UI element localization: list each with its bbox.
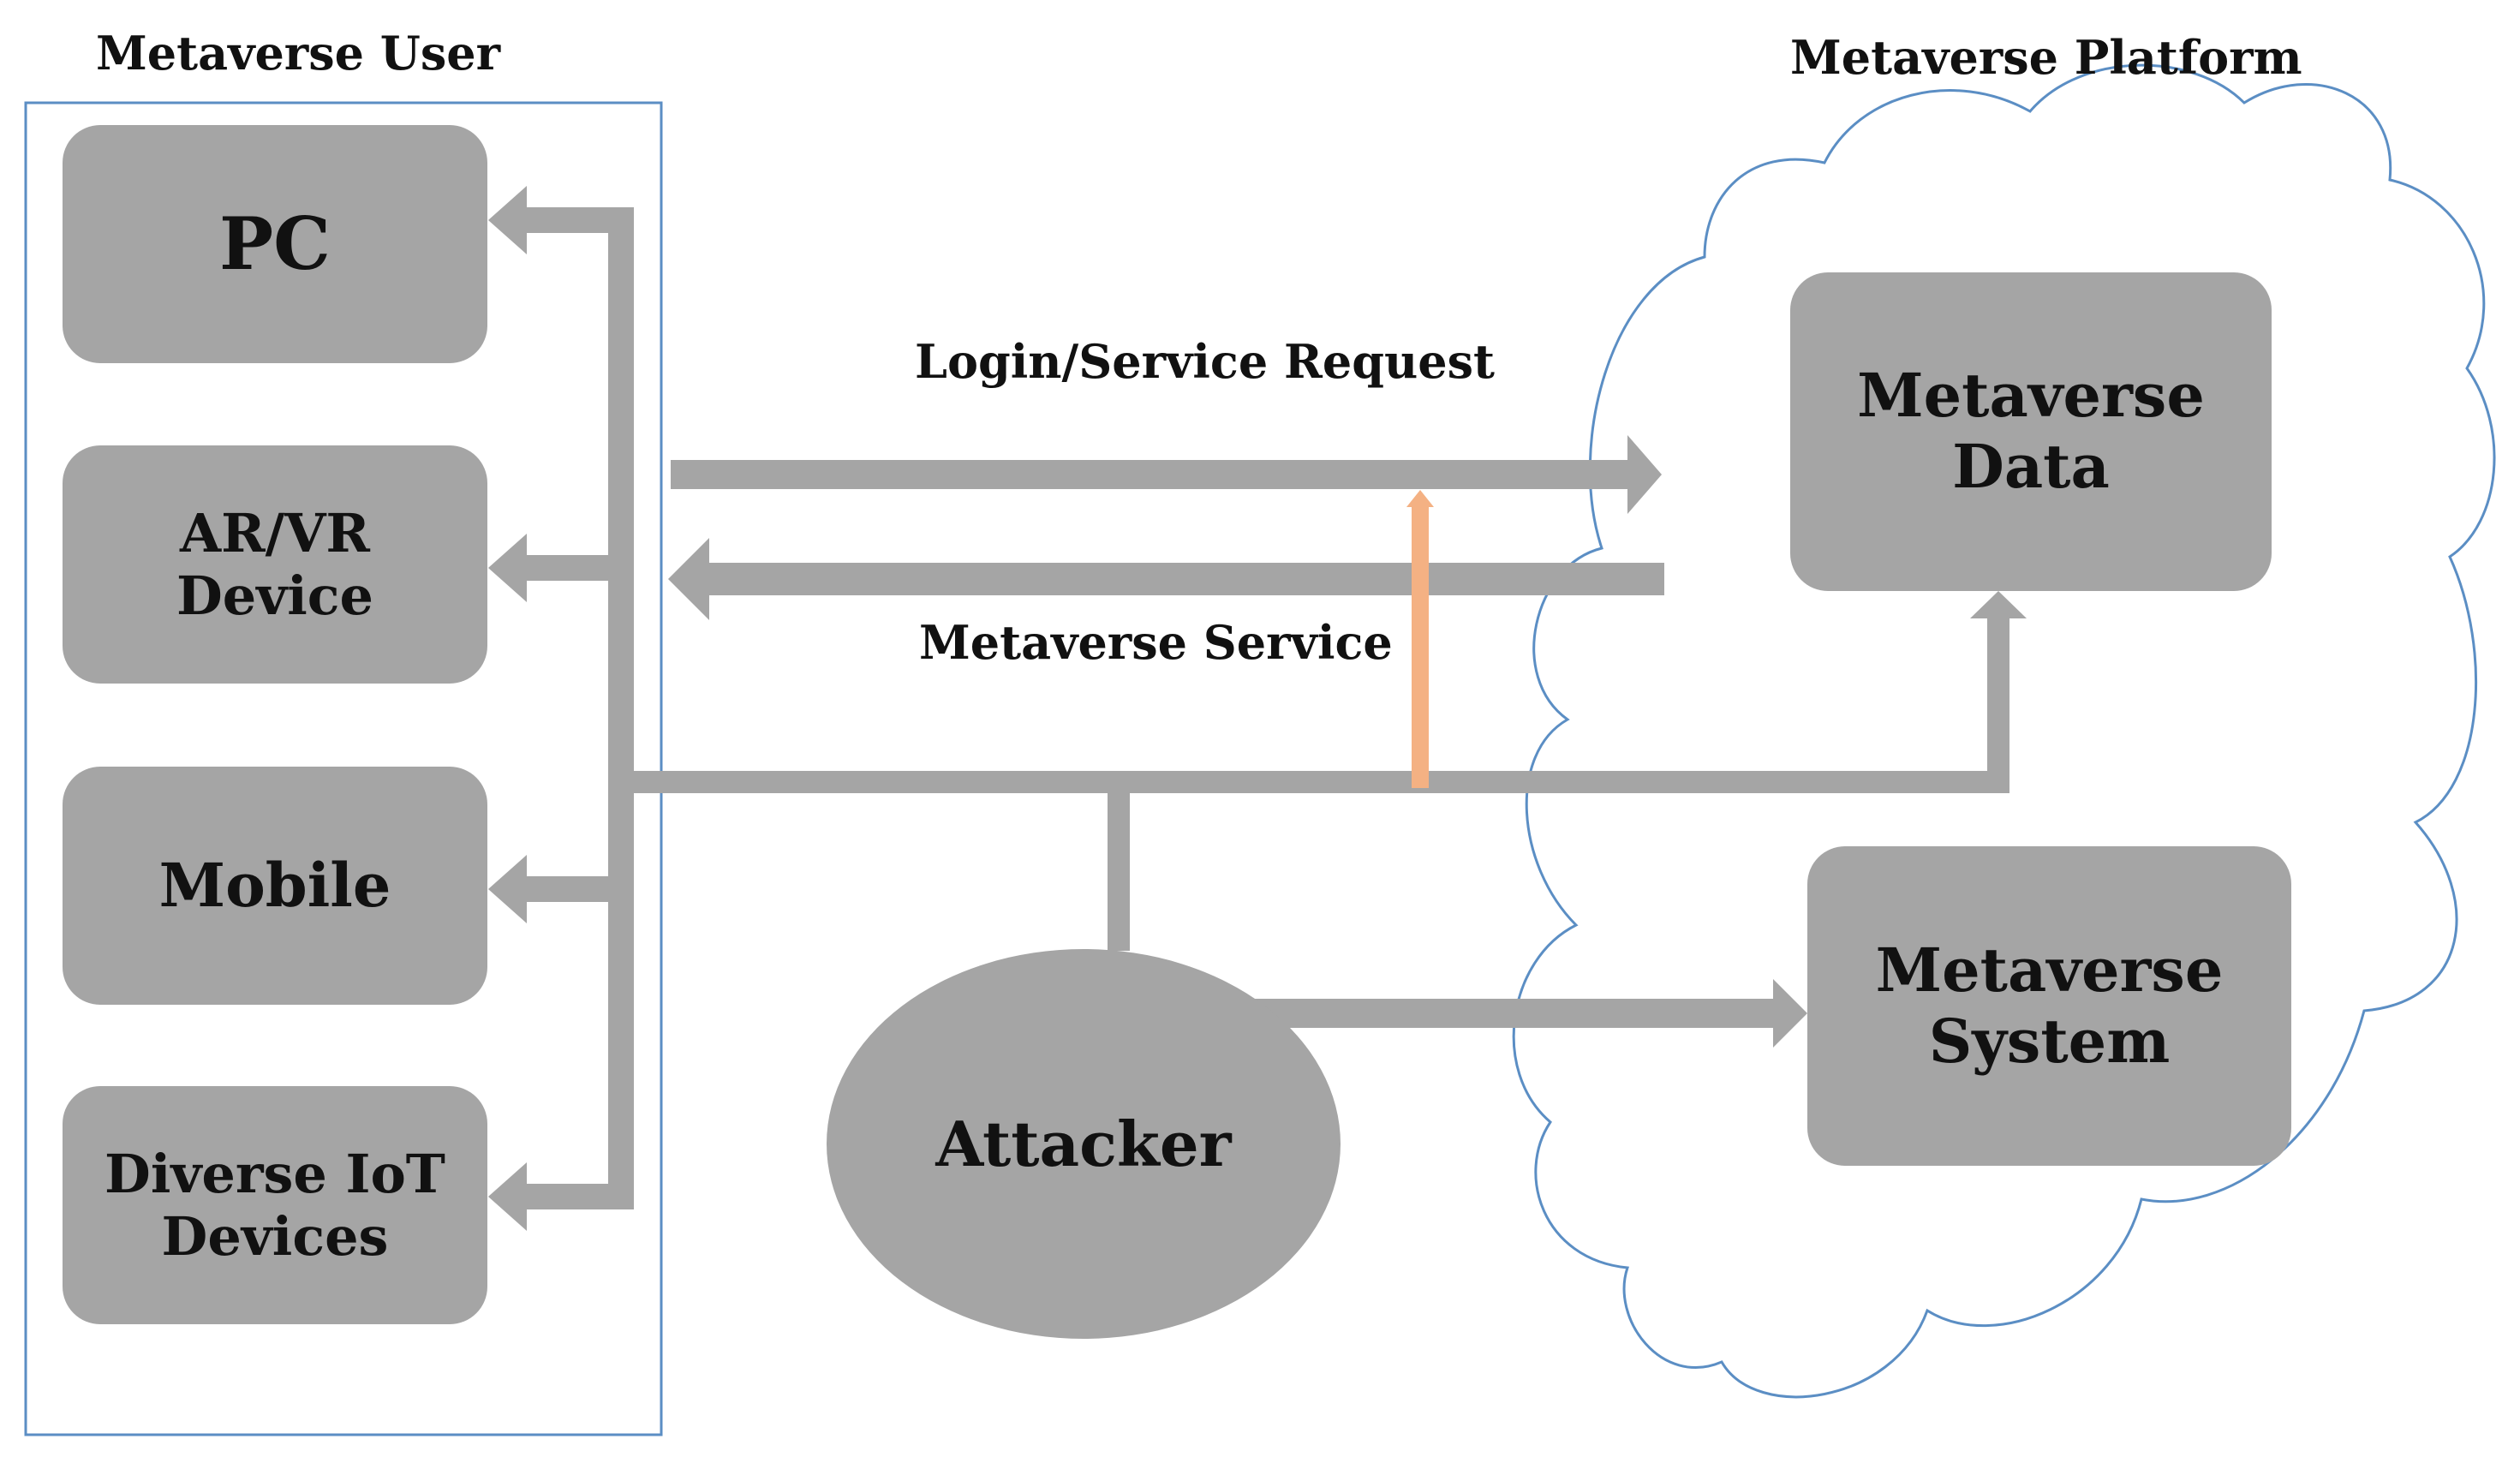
request-arrow bbox=[671, 435, 1662, 514]
device-iot: Diverse IoT Devices bbox=[63, 1086, 487, 1324]
attack-arrow bbox=[1406, 490, 1434, 788]
metaverse-system-box: Metaverse System bbox=[1807, 846, 2291, 1166]
device-iot-label-2: Devices bbox=[161, 1205, 389, 1268]
device-iot-label-1: Diverse IoT bbox=[105, 1142, 445, 1205]
device-pc-label: PC bbox=[218, 201, 331, 287]
user-panel-frame bbox=[24, 101, 663, 1436]
device-arvr-label-1: AR/VR bbox=[180, 501, 370, 564]
metaverse-system-label-2: System bbox=[1928, 1005, 2171, 1077]
intercept-arrow bbox=[625, 591, 2027, 793]
device-mobile-label: Mobile bbox=[158, 849, 391, 921]
metaverse-data-label-1: Metaverse bbox=[1857, 360, 2205, 432]
metaverse-system-label-1: Metaverse bbox=[1875, 934, 2224, 1006]
service-arrow bbox=[668, 538, 1664, 620]
device-mobile: Mobile bbox=[63, 767, 487, 1005]
metaverse-data-box: Metaverse Data bbox=[1790, 272, 2272, 591]
user-panel-title: Metaverse User bbox=[96, 26, 501, 81]
attacker-stem bbox=[1108, 784, 1130, 951]
service-label: Metaverse Service bbox=[919, 615, 1393, 670]
attacker-node: Attacker bbox=[827, 949, 1341, 1339]
platform-cloud bbox=[1512, 63, 2496, 1399]
device-arvr: AR/VR Device bbox=[63, 445, 487, 684]
attacker-system-arrow bbox=[1251, 979, 1807, 1048]
device-arvr-label-2: Device bbox=[176, 564, 373, 627]
device-pc: PC bbox=[63, 125, 487, 363]
request-label: Login/Service Request bbox=[915, 334, 1495, 389]
metaverse-data-label-2: Data bbox=[1952, 431, 2110, 502]
attacker-label: Attacker bbox=[935, 1108, 1232, 1180]
user-bus bbox=[488, 186, 634, 1231]
platform-title: Metaverse Platform bbox=[1790, 30, 2302, 85]
